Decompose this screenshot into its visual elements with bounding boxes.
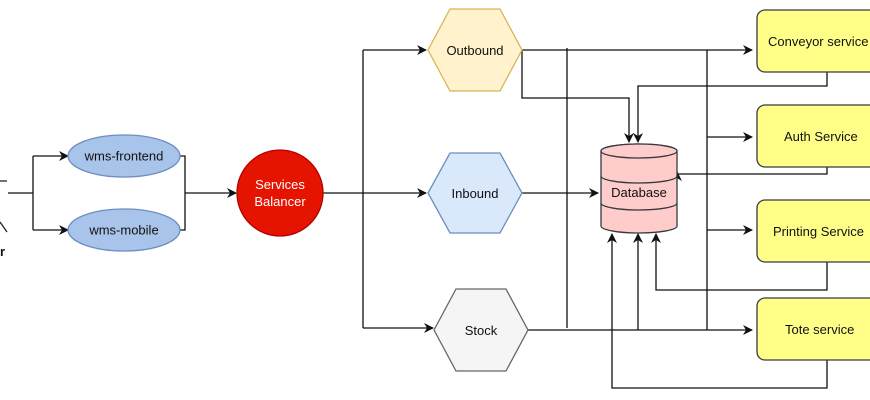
database-label: Database [611,185,667,200]
actor-icon [0,180,8,233]
service-label: Conveyor service [768,34,868,49]
domain-inbound[interactable]: Inbound [427,152,523,234]
edge-domains-backend [521,45,753,335]
service-printing[interactable]: Printing Service [756,199,870,263]
service-conveyor[interactable]: Conveyor service [756,9,870,73]
client-wms-mobile[interactable]: wms-mobile [67,208,181,252]
edge-clients-balancer [180,155,237,231]
service-label: Auth Service [784,129,858,144]
client-wms-frontend[interactable]: wms-frontend [67,134,181,178]
domain-stock[interactable]: Stock [433,288,529,372]
domain-label: Stock [465,323,498,338]
edge-balancer-domains [323,45,434,333]
actor-label: r [0,244,5,259]
service-tote[interactable]: Tote service [756,297,870,361]
client-label: wms-frontend [84,149,164,164]
edge-actor-clients [8,151,69,235]
domain-outbound[interactable]: Outbound [427,8,523,92]
balancer-label-line1: Services [255,177,305,192]
client-label: wms-mobile [88,223,158,238]
service-label: Tote service [785,322,854,337]
service-auth[interactable]: Auth Service [756,104,870,168]
domain-label: Inbound [452,186,499,201]
service-label: Printing Service [773,224,864,239]
balancer-label-line2: Balancer [254,194,306,209]
database[interactable]: Database [600,143,678,234]
services-balancer[interactable]: Services Balancer [236,149,324,237]
domain-label: Outbound [446,43,503,58]
